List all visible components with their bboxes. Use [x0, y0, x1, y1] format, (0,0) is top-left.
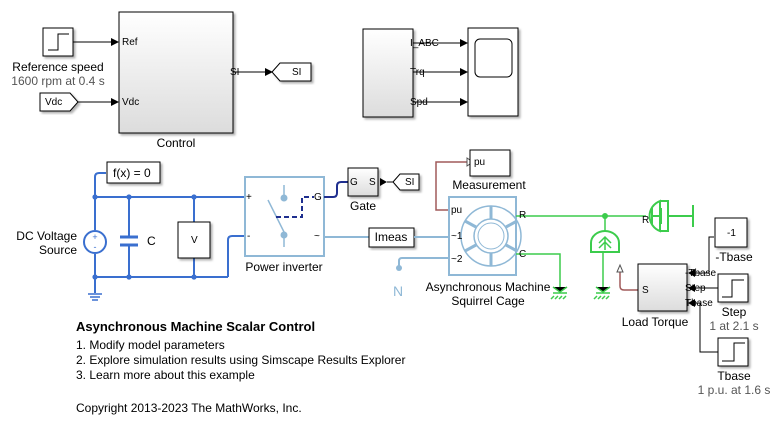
asynchronous-machine-block[interactable]	[448, 196, 522, 276]
bus-port-trq: Trq	[410, 67, 425, 78]
si-from-tag[interactable]	[392, 173, 420, 191]
mechanical-wires	[516, 215, 646, 288]
mech-junction	[602, 213, 608, 219]
control-subsystem[interactable]	[118, 11, 234, 134]
copyright-text: Copyright 2013-2023 The MathWorks, Inc.	[76, 401, 302, 415]
load-torque-subsystem[interactable]	[637, 263, 688, 312]
load-torque-wires	[695, 236, 718, 353]
gate-port-s: S	[369, 177, 376, 188]
load-torque-label: Load Torque	[621, 315, 689, 329]
measurement-label: Measurement	[452, 178, 526, 192]
tbase-label: Tbase	[717, 369, 751, 383]
power-inverter-block[interactable]	[244, 176, 325, 257]
neg-tbase-label: -Tbase	[715, 250, 753, 264]
step-sublabel: 1 at 2.1 s	[709, 319, 759, 333]
dc-voltage-source[interactable]: + -	[83, 230, 107, 254]
machine-port-r: R	[519, 210, 527, 221]
neg-tbase-block[interactable]	[714, 217, 748, 248]
solver-config-block[interactable]	[106, 161, 161, 184]
model-title: Asynchronous Machine Scalar Control	[76, 319, 316, 334]
neutral-label: N	[393, 283, 404, 299]
voltmeter-label: V	[191, 235, 198, 246]
tbase-sublabel: 1 p.u. at 1.6 s	[697, 383, 771, 397]
vdc-tag-label: Vdc	[45, 97, 63, 108]
instruction-explore-results[interactable]: 2. Explore simulation results using Sims…	[76, 353, 406, 367]
inverter-port-g: G	[314, 192, 322, 203]
load-torque-port-tbase: Tbase	[685, 298, 713, 309]
measurement-bus-subsystem[interactable]	[362, 28, 414, 118]
dc-source-label-1: DC Voltage	[16, 229, 77, 243]
machine-label-2: Squirrel Cage	[451, 294, 525, 308]
dc-circuit-wires	[94, 172, 248, 293]
load-torque-port-neg-tbase: -Tbase	[685, 268, 717, 279]
reference-speed-label: Reference speed	[12, 60, 104, 74]
torque-signal-arrow	[616, 263, 624, 273]
machine-port-2: ~2	[451, 254, 463, 265]
mech-ground-icons	[550, 286, 611, 300]
torque-source-block[interactable]	[590, 230, 620, 253]
control-port-si: SI	[230, 67, 240, 78]
load-torque-port-s: S	[642, 285, 649, 296]
scope-block[interactable]	[467, 27, 519, 117]
bus-port-i-abc: I_ABC	[410, 38, 439, 49]
inverter-port-plus: +	[246, 192, 252, 203]
inverter-port-ac: ~	[314, 231, 320, 242]
si-goto-tag[interactable]	[271, 62, 312, 82]
gate-label: Gate	[349, 199, 377, 213]
reference-speed-sublabel: 1600 rpm at 0.4 s	[11, 74, 105, 88]
neutral-dot	[396, 265, 402, 271]
measurement-block[interactable]	[469, 149, 511, 177]
vdc-from-tag[interactable]	[39, 92, 79, 112]
inertia-block[interactable]	[648, 199, 694, 233]
load-torque-input-arrows	[688, 269, 695, 307]
neutral-wire	[398, 257, 449, 266]
gate-port-g: G	[350, 177, 358, 188]
torque-signal-wire	[619, 268, 640, 291]
control-label: Control	[156, 136, 196, 150]
instruction-modify-parameters[interactable]: 1. Modify model parameters	[76, 338, 225, 352]
dc-source-label-2: Source	[38, 243, 77, 257]
si-goto-label: SI	[292, 67, 302, 78]
svg-text:+: +	[92, 232, 97, 242]
reference-speed-block[interactable]	[42, 27, 74, 57]
control-port-vdc: Vdc	[122, 97, 140, 108]
step-block[interactable]	[717, 273, 749, 303]
gate-block[interactable]	[347, 167, 379, 197]
capacitor-label: C	[147, 234, 156, 248]
junction-dots	[92, 194, 197, 280]
capacitor-icon[interactable]	[120, 235, 138, 247]
instruction-learn-more[interactable]: 3. Learn more about this example	[76, 368, 255, 382]
load-torque-port-step: Step	[685, 283, 706, 294]
measurement-port-pu: pu	[474, 157, 486, 168]
machine-port-c: C	[519, 249, 527, 260]
svg-text:-: -	[94, 242, 97, 252]
solver-config-label: f(x) = 0	[113, 166, 151, 180]
gate-wire	[324, 181, 348, 198]
inertia-port-r: R	[642, 215, 650, 226]
gate-input-arrow	[380, 178, 387, 186]
control-port-ref: Ref	[122, 37, 138, 48]
power-inverter-label: Power inverter	[245, 260, 323, 274]
machine-port-pu: pu	[451, 205, 463, 216]
ground-icon	[88, 293, 102, 301]
si-from-label: SI	[405, 177, 415, 188]
instructions-list: 1. Modify model parameters 2. Explore si…	[76, 338, 405, 383]
bus-port-spd: Spd	[410, 97, 428, 108]
pu-signal-wire	[435, 161, 467, 211]
tbase-step-block[interactable]	[717, 337, 749, 367]
step-label: Step	[721, 305, 747, 319]
machine-port-1: ~1	[451, 231, 463, 242]
machine-label-1: Asynchronous Machine	[425, 280, 551, 294]
voltage-sensor-block[interactable]	[177, 221, 211, 259]
neg-tbase-value: -1	[727, 228, 736, 239]
imeas-label: Imeas	[374, 230, 408, 244]
inverter-port-minus: -	[247, 231, 251, 242]
